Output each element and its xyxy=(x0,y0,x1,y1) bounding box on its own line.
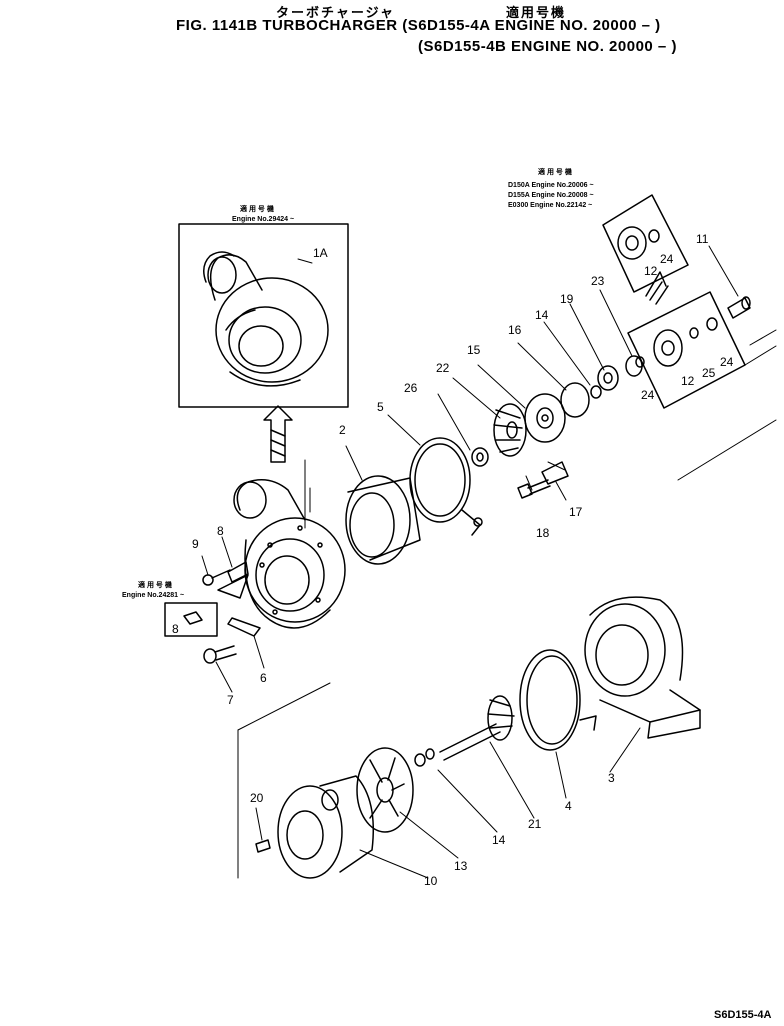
figure-title-line2: (S6D155-4B ENGINE NO. 20000 – ) xyxy=(418,38,677,55)
callout-15: 15 xyxy=(467,343,481,357)
bracket-8-drawing xyxy=(217,561,249,599)
clamp-5-drawing xyxy=(409,437,483,536)
callout-24-lower: 24 xyxy=(641,388,655,402)
callout-22: 22 xyxy=(436,361,450,375)
collar-19-drawing xyxy=(597,365,619,391)
callout-25: 25 xyxy=(702,366,716,380)
callout-21: 21 xyxy=(528,817,542,831)
turbine-housing-1a-drawing xyxy=(203,251,329,387)
bracket-inset-frame xyxy=(164,602,218,637)
callout-13: 13 xyxy=(454,859,468,873)
callout-7: 7 xyxy=(227,693,234,707)
pin-20-drawing xyxy=(255,839,271,853)
top-right-note-line-1: D150A Engine No.20006 ~ xyxy=(508,182,594,189)
callout-24-right: 24 xyxy=(720,355,734,369)
callout-24-upper: 24 xyxy=(660,252,674,266)
callout-23: 23 xyxy=(591,274,605,288)
drawing-code: S6D155-4A xyxy=(714,1009,772,1021)
turbine-housing-3-drawing xyxy=(584,596,701,739)
washer-14-lower-drawing xyxy=(414,748,435,767)
bolt-18-drawing xyxy=(517,479,551,499)
callout-5: 5 xyxy=(377,400,384,414)
bolt-7-drawing xyxy=(203,645,237,664)
bracket-8-inset-drawing xyxy=(183,611,203,625)
turbine-shaft-21-drawing xyxy=(439,695,515,761)
leader-lines xyxy=(201,245,777,879)
callout-26: 26 xyxy=(404,381,418,395)
pipe-11-drawing xyxy=(727,296,751,319)
applicability-kana: 適用号機 xyxy=(506,5,567,20)
callout-16: 16 xyxy=(508,323,522,337)
title-kana: ターボチャージャ xyxy=(276,5,395,20)
seal-plate-12-upper-drawing xyxy=(617,226,660,260)
callout-8-inset: 8 xyxy=(172,622,179,636)
top-right-note-line-3: E0300 Engine No.22142 ~ xyxy=(508,202,593,209)
top-right-note-line-2: D155A Engine No.20008 ~ xyxy=(508,192,594,199)
washer-14-drawing xyxy=(590,385,602,399)
callout-4: 4 xyxy=(565,799,572,813)
housing-inset-heading: 適 用 号 機 xyxy=(240,206,274,213)
bracket-inset-engine-no: Engine No.24281 ~ xyxy=(122,592,185,599)
bearing-housing-10-drawing xyxy=(277,775,375,879)
compressor-wheel-22-drawing xyxy=(493,403,527,457)
clamp-4-drawing xyxy=(519,649,597,751)
callout-19: 19 xyxy=(560,292,574,306)
callout-20: 20 xyxy=(250,791,264,805)
back-plate-13-drawing xyxy=(356,747,414,833)
callout-6: 6 xyxy=(260,671,267,685)
top-right-note-heading: 適 用 号 機 xyxy=(538,169,572,176)
housing-inset-frame xyxy=(178,223,349,408)
bracket-inset-heading: 適 用 号 機 xyxy=(138,582,172,589)
callout-1a: 1A xyxy=(313,246,328,260)
inset-link-arrow xyxy=(645,271,669,305)
callout-10: 10 xyxy=(424,874,438,888)
callout-17: 17 xyxy=(569,505,583,519)
callout-14-lower: 14 xyxy=(492,833,506,847)
seal-plate-12-lower-drawing xyxy=(635,317,718,368)
callout-9: 9 xyxy=(192,537,199,551)
o-ring-16-drawing xyxy=(560,382,590,418)
center-housing-drawing xyxy=(233,479,346,629)
ring-23-drawing xyxy=(625,355,643,377)
callout-12-lower: 12 xyxy=(681,374,695,388)
plate-15-drawing xyxy=(524,393,566,443)
figure-title: FIG. 1141B TURBOCHARGER (S6D155-4A ENGIN… xyxy=(176,17,661,34)
callout-11: 11 xyxy=(696,232,709,246)
callout-2: 2 xyxy=(339,423,346,437)
callout-3: 3 xyxy=(608,771,615,785)
callout-8: 8 xyxy=(217,524,224,538)
plate-6-drawing xyxy=(227,617,261,637)
callout-18: 18 xyxy=(536,526,550,540)
callout-12-upper: 12 xyxy=(644,264,658,278)
inset-arrow xyxy=(263,405,293,463)
callout-14-upper: 14 xyxy=(535,308,549,322)
upper-diamond-inset-frame xyxy=(602,194,689,293)
nut-26-drawing xyxy=(471,447,489,467)
adapter-ring-2-drawing xyxy=(345,475,421,565)
housing-inset-engine-no: Engine No.29424 ~ xyxy=(232,216,295,223)
